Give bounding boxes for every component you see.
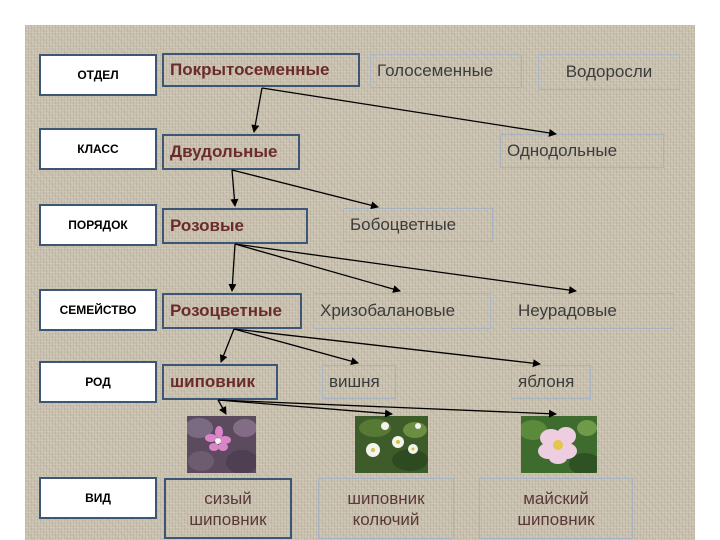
- arrow-class-to-rosales: [232, 170, 235, 206]
- arrow-order-to-chrysobalanaceae: [235, 244, 400, 291]
- arrow-division-to-monocots: [262, 88, 556, 134]
- arrow-division-to-dicots: [254, 88, 262, 132]
- arrow-class-to-fabales: [232, 170, 378, 207]
- arrow-order-to-neuradaceae: [235, 244, 576, 291]
- arrow-order-to-rosaceae: [232, 244, 235, 291]
- arrow-genus-to-glauca: [218, 400, 226, 414]
- arrow-genus-to-majalis: [218, 400, 556, 414]
- arrow-family-to-cherry: [234, 329, 358, 363]
- arrow-family-to-rosa: [221, 329, 234, 362]
- arrow-family-to-apple: [234, 329, 540, 364]
- arrow-genus-to-spinosissima: [218, 400, 392, 414]
